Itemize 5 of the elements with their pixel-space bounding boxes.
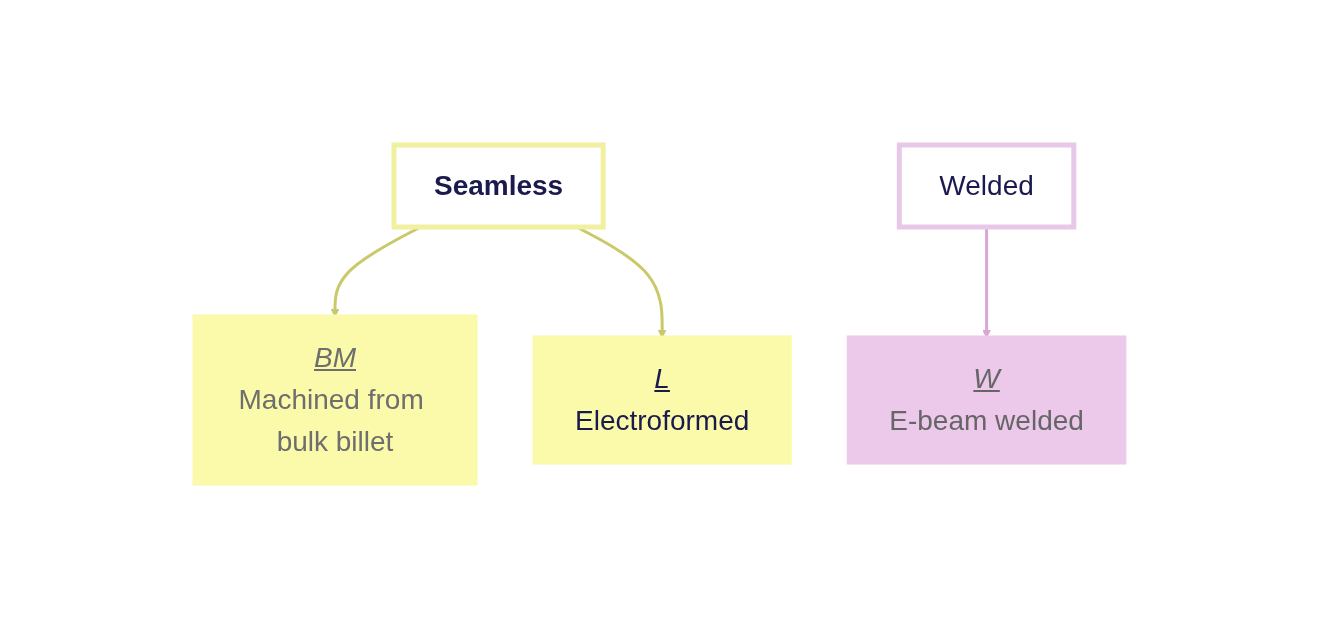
node-box: Welded (896, 142, 1076, 230)
node-box: Seamless (391, 142, 606, 230)
node-box: L Electroformed (532, 335, 792, 465)
node-box: BM Machined from bulk billet (192, 314, 478, 486)
node-box: W E-beam welded (846, 335, 1126, 465)
